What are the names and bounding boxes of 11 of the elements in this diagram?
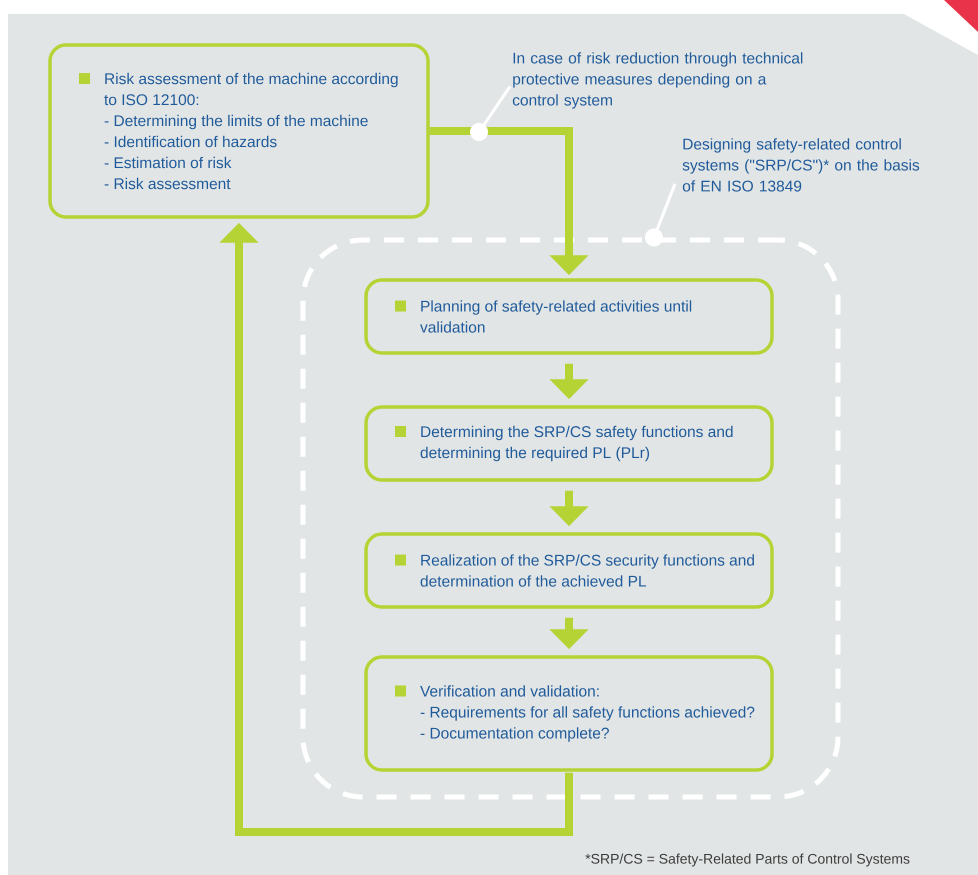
process-box: Risk assessment of the machine according to ISO 12100: - Determining the limits of the machine - Identification of hazards - Estimation of risk - Risk assessment bbox=[48, 43, 430, 219]
annotation-text: In case of risk reduction through technical protective measures depending on a control system bbox=[512, 52, 802, 109]
process-box: Planning of safety-related activities until validation bbox=[364, 278, 774, 355]
process-box: Verification and validation: - Requirements for all safety functions achieved? - Documentation complete? bbox=[364, 655, 774, 772]
leader-line bbox=[645, 183, 676, 246]
process-box: Realization of the SRP/CS security functions and determination of the achieved PL bbox=[364, 532, 774, 609]
annotation-text: Designing safety-related control systems ("SRP/CS")* on the basis of EN ISO 13849 bbox=[682, 138, 920, 192]
process-box: Determining the SRP/CS safety functions and determining the required PL (PLr) bbox=[364, 405, 774, 482]
leader-line bbox=[470, 86, 512, 141]
dashed-boundary bbox=[300, 238, 840, 800]
footnote: *SRP/CS = Safety-Related Parts of Control Systems bbox=[585, 853, 910, 867]
